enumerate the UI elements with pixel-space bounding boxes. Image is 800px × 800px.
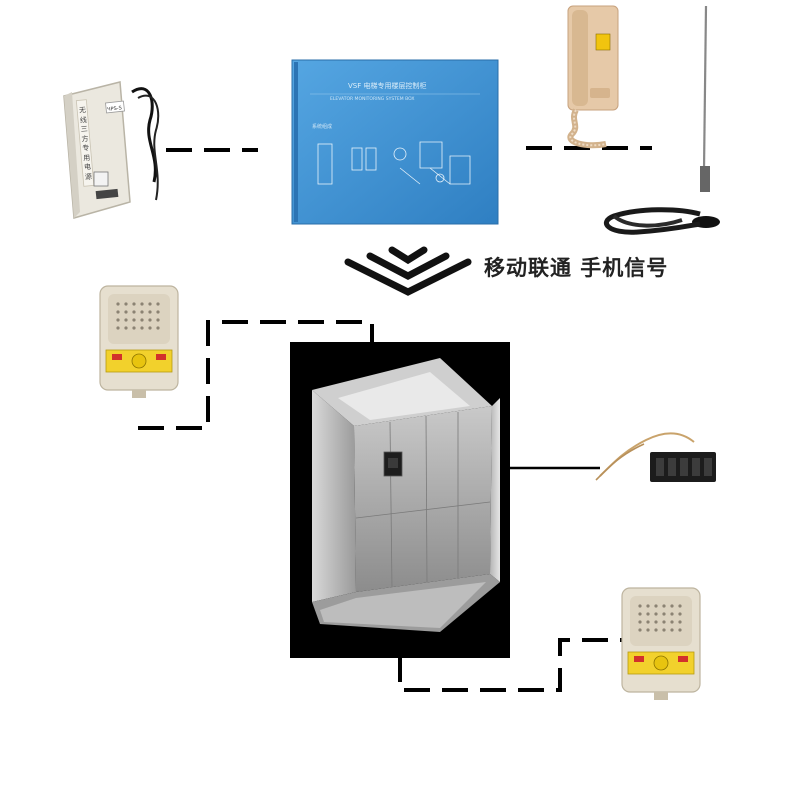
- elevator-car-icon: [290, 342, 510, 658]
- antenna-icon: [598, 2, 722, 240]
- ps-char: 无: [79, 106, 87, 115]
- ps-char: 专: [82, 144, 90, 153]
- panel-title: VSF 电梯专用楼层控制柜: [348, 81, 426, 90]
- ps-char: 用: [83, 153, 91, 162]
- intercom-speaker-bottom: [620, 586, 704, 706]
- ps-char: 方: [81, 134, 89, 143]
- panel-subtitle: ELEVATOR MONITORING SYSTEM BOX: [330, 96, 414, 102]
- power-supply-unit: ЧРS-S 无 线 三 方 专 用 电 源: [58, 72, 168, 222]
- intercom-speaker-top: [98, 284, 182, 404]
- car-module-icon: [586, 420, 722, 492]
- ps-char: 三: [80, 125, 88, 134]
- ps-char: 源: [85, 172, 93, 181]
- control-panel-board: VSF 电梯专用楼层控制柜 ELEVATOR MONITORING SYSTEM…: [290, 58, 502, 228]
- ps-char: 线: [80, 116, 88, 125]
- signal-wave-icon: [340, 240, 480, 300]
- mobile-signal-label: 移动联通 手机信号: [484, 252, 668, 282]
- ps-char: 电: [84, 163, 92, 172]
- panel-section-label: 系统组成: [312, 123, 332, 130]
